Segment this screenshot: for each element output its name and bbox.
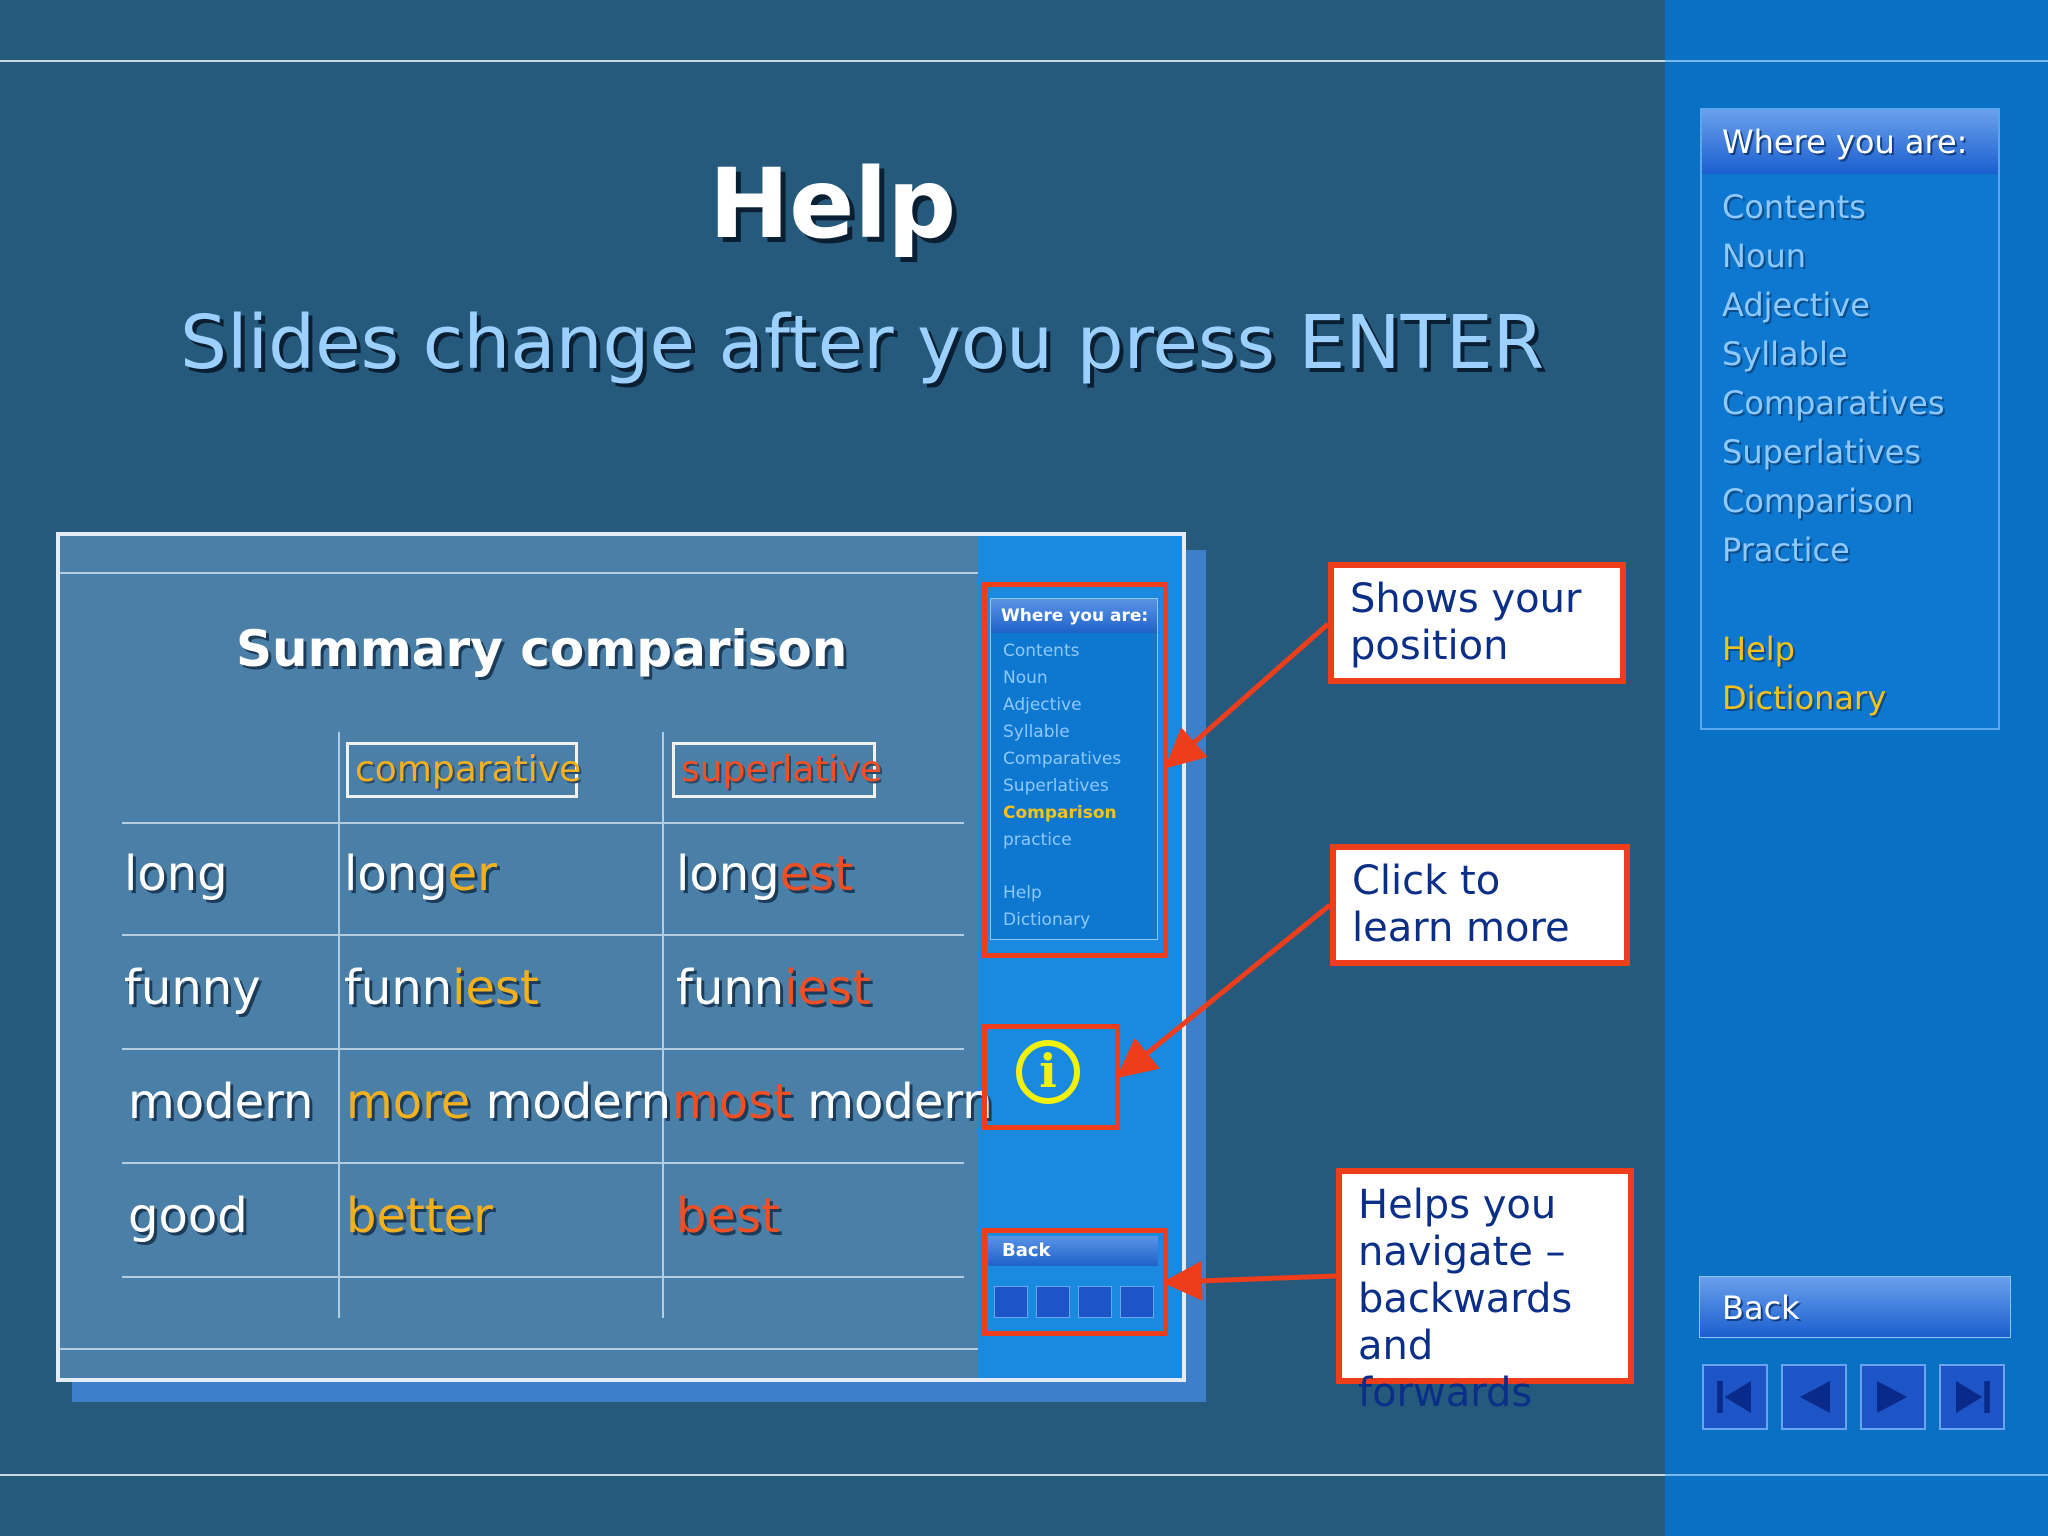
bottom-divider — [0, 1474, 1665, 1476]
highlight-info-icon — [982, 1024, 1120, 1130]
grid-line — [122, 1162, 964, 1164]
callout-navigate: Helps you navigate – backwards and forwa… — [1336, 1168, 1634, 1416]
mini-last-icon — [1120, 1286, 1154, 1318]
callout-learn-more: Click to learn more — [1330, 844, 1630, 966]
nav-item-syllable[interactable]: Syllable — [1722, 335, 1848, 373]
comparative-word: longer — [344, 846, 497, 902]
previous-slide-button[interactable] — [1781, 1364, 1847, 1430]
info-icon[interactable]: i — [1016, 1040, 1080, 1104]
nav-item-practice[interactable]: Practice — [1722, 531, 1850, 569]
mini-nav-item: Noun — [1003, 668, 1048, 688]
mini-nav-item: Help — [1003, 883, 1042, 903]
mini-back-label: Back — [988, 1236, 1158, 1266]
top-divider-right — [1665, 60, 2048, 62]
first-slide-button[interactable] — [1702, 1364, 1768, 1430]
mini-where-you-are-panel: Where you are: Contents Noun Adjective S… — [990, 598, 1158, 940]
comparative-word: better — [346, 1188, 493, 1244]
highlight-position-panel — [982, 582, 1168, 958]
back-button[interactable]: Back — [1699, 1276, 2011, 1338]
mini-nav-header: Where you are: — [991, 599, 1157, 633]
summary-title: Summary comparison — [236, 620, 848, 678]
mini-nav-item: Syllable — [1003, 722, 1070, 742]
nav-item-help[interactable]: Help — [1722, 630, 1795, 668]
mini-nav-item: Contents — [1003, 641, 1080, 661]
where-you-are-header: Where you are: — [1702, 110, 1998, 174]
comparative-word: more modern — [346, 1074, 672, 1130]
last-icon — [1956, 1381, 1990, 1413]
first-icon — [1717, 1381, 1751, 1413]
next-slide-button[interactable] — [1860, 1364, 1926, 1430]
slide-subtitle: Slides change after you press ENTER — [180, 300, 1545, 386]
mini-nav-item: Dictionary — [1003, 910, 1091, 930]
grid-line — [122, 1048, 964, 1050]
comparative-word: funniest — [344, 960, 539, 1016]
nav-item-comparison[interactable]: Comparison — [1722, 482, 1914, 520]
mini-first-icon — [994, 1286, 1028, 1318]
base-word: modern — [128, 1074, 314, 1130]
bottom-divider-right — [1665, 1474, 2048, 1476]
mini-nav-item: Comparatives — [1003, 749, 1122, 769]
superlative-word: longest — [676, 846, 853, 902]
where-you-are-panel: Where you are: Contents Noun Adjective S… — [1700, 108, 2000, 730]
highlight-nav-buttons — [982, 1228, 1168, 1336]
nav-item-adjective[interactable]: Adjective — [1722, 286, 1870, 324]
grid-line — [338, 732, 340, 1318]
next-icon — [1877, 1381, 1908, 1413]
thumb-top-line — [60, 572, 980, 574]
superlative-word: best — [676, 1188, 780, 1244]
last-slide-button[interactable] — [1939, 1364, 2005, 1430]
grid-line — [122, 822, 964, 824]
nav-item-dictionary[interactable]: Dictionary — [1722, 679, 1887, 717]
mini-previous-icon — [1036, 1286, 1070, 1318]
superlative-word: most modern — [672, 1074, 993, 1130]
nav-item-noun[interactable]: Noun — [1722, 237, 1807, 275]
grid-line — [662, 732, 664, 1318]
mini-nav-item: Superlatives — [1003, 776, 1109, 796]
mini-nav-item: practice — [1003, 830, 1072, 850]
callout-shows-position: Shows your position — [1328, 562, 1626, 684]
base-word: long — [124, 846, 228, 902]
nav-item-contents[interactable]: Contents — [1722, 188, 1866, 226]
mini-nav-item: Adjective — [1003, 695, 1082, 715]
base-word: good — [128, 1188, 248, 1244]
comparative-header: comparative — [346, 742, 581, 798]
thumb-bottom-line — [60, 1348, 980, 1350]
mini-nav-item-active: Comparison — [1003, 803, 1117, 823]
nav-item-superlatives[interactable]: Superlatives — [1722, 433, 1921, 471]
base-word: funny — [124, 960, 261, 1016]
slide-title: Help — [708, 148, 957, 260]
grid-line — [122, 934, 964, 936]
superlative-word: funniest — [676, 960, 871, 1016]
nav-item-comparatives[interactable]: Comparatives — [1722, 384, 1945, 422]
top-divider — [0, 60, 1665, 62]
grid-line — [122, 1276, 964, 1278]
superlative-header: superlative — [672, 742, 882, 798]
previous-icon — [1799, 1381, 1830, 1413]
mini-next-icon — [1078, 1286, 1112, 1318]
